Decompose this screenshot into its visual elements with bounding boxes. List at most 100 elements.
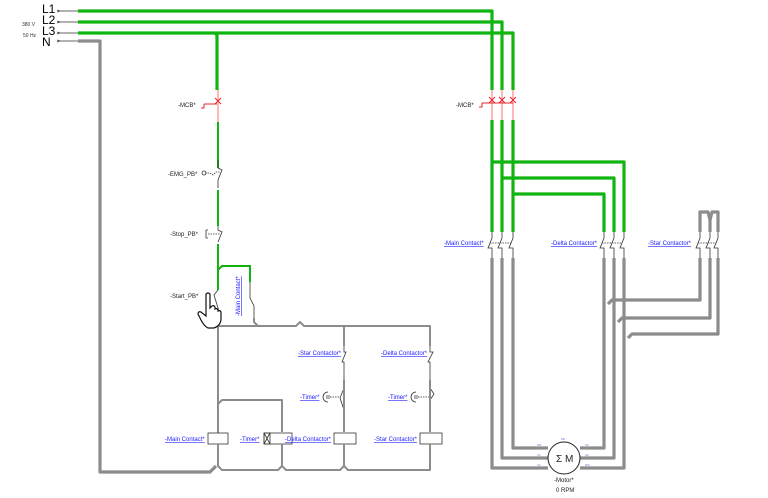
wire-u1	[490, 258, 548, 470]
wire-w1	[511, 258, 548, 450]
wire-u2	[580, 258, 616, 460]
coil-timer-link[interactable]: -Timer*	[240, 437, 260, 443]
wire-delta-feed-1	[492, 160, 626, 232]
timer-contact-1[interactable]: -Timer*	[300, 387, 345, 411]
timer-contact-1-symbol	[339, 387, 345, 411]
timer-contact-1-link[interactable]: -Timer*	[300, 395, 320, 401]
coil-star-contactor-link[interactable]: -Star Contactor*	[374, 437, 418, 443]
wire-star-2	[616, 258, 712, 324]
start-contact-symbol	[213, 289, 219, 309]
start-pb[interactable]: -Start_PB*	[170, 289, 219, 309]
coil-main-contact[interactable]: -Main Contact*	[165, 432, 229, 445]
star-contactor-link[interactable]: -Star Contactor*	[648, 241, 692, 247]
mcb-control-symbol[interactable]	[201, 97, 222, 109]
motor-glyph: Σ M	[556, 454, 573, 465]
wire-star-1	[606, 258, 702, 306]
wire-delta-feed-2	[502, 176, 616, 232]
star-contactor-aux-link[interactable]: -Star Contactor*	[298, 351, 342, 357]
wire-holding-return	[218, 318, 259, 327]
holding-contact-symbol	[249, 282, 255, 318]
delta-contactor-poles	[599, 232, 625, 258]
main-contact-holding[interactable]: -Main Contact*	[236, 276, 255, 318]
motor-terminal-u2: U2	[585, 453, 589, 457]
stop-pb-label: -Stop_PB*	[170, 232, 199, 238]
delta-contactor-aux[interactable]: -Delta Contactor*	[381, 346, 434, 380]
wire-v2	[580, 258, 606, 450]
main-coil-symbol	[207, 432, 229, 445]
coil-delta-contactor-link[interactable]: -Delta Contactor*	[285, 437, 332, 443]
mcb-control[interactable]: -MCB*	[178, 97, 222, 109]
main-contact-aux-link[interactable]: -Main Contact*	[236, 276, 242, 316]
delta-contactor-power[interactable]: -Delta Contactor*	[551, 232, 625, 258]
wire-delta-feed-3	[513, 192, 606, 232]
motor-speed: 0 RPM	[556, 488, 574, 494]
coil-timer[interactable]: -Timer*	[240, 432, 293, 445]
star-coil-symbol	[419, 432, 443, 445]
wire-neutral	[78, 39, 218, 474]
supply-terminals: L1 L2 L3 N 380 V 50 Hz	[22, 2, 78, 49]
stop-button-icon	[205, 229, 208, 239]
timer-coil-marker	[263, 432, 271, 445]
wire-w2	[580, 258, 626, 470]
line-l3-label: L3	[42, 24, 56, 38]
emg-actuator-icon	[205, 171, 220, 176]
wire-control-feed	[213, 31, 219, 90]
line-l2-label: L2	[42, 13, 56, 27]
star-aux-symbol	[341, 346, 347, 380]
star-contactor-poles	[695, 232, 719, 258]
main-contactor-link[interactable]: -Main Contact*	[444, 241, 484, 247]
delta-coil-symbol	[333, 432, 357, 445]
n-terminal-arrow	[56, 39, 78, 43]
main-contactor-poles	[487, 232, 514, 258]
wire-holding-branch	[217, 265, 251, 282]
line-n-label: N	[42, 35, 51, 49]
hand-icon	[197, 292, 222, 329]
star-contactor-power[interactable]: -Star Contactor*	[648, 210, 720, 258]
timer-contact-2[interactable]: -Timer*	[388, 387, 435, 410]
wire-star-3	[626, 258, 720, 340]
coil-delta-contactor[interactable]: -Delta Contactor*	[285, 432, 357, 445]
l3-terminal-arrow	[56, 31, 78, 35]
stop-pb[interactable]: -Stop_PB*	[170, 226, 223, 243]
motor-terminal-u1: U1	[537, 463, 541, 467]
coil-star-contactor[interactable]: -Star Contactor*	[374, 432, 443, 445]
emg-contact-symbol	[217, 160, 223, 188]
timer-delay-icon	[322, 391, 330, 403]
main-contactor-power[interactable]: -Main Contact*	[444, 232, 514, 258]
motor-terminal-w1: W1	[537, 443, 542, 447]
mushroom-head-icon	[201, 170, 207, 176]
l2-terminal-arrow	[56, 20, 78, 24]
mcb-power-symbol	[479, 96, 517, 108]
wire-control-bus-top	[258, 321, 431, 346]
mcb-power-label: -MCB*	[456, 103, 474, 109]
mcb-power-tripped-wires	[491, 90, 514, 120]
emg-pb-label: -EMG_PB*	[168, 172, 198, 178]
mcb-control-label: -MCB*	[178, 103, 196, 109]
wire-l1-bus	[78, 9, 494, 90]
line-l1-label: L1	[42, 2, 56, 16]
wire-coil-returns	[281, 444, 345, 466]
timer-contact-2-link[interactable]: -Timer*	[388, 395, 408, 401]
hand-pointer-cursor	[197, 292, 222, 329]
timer-delay-icon-2	[410, 391, 418, 403]
star-contactor-aux[interactable]: -Star Contactor*	[298, 346, 347, 380]
motor-terminal-v2: V2	[585, 443, 589, 447]
mcb-power[interactable]: -MCB*	[456, 90, 517, 120]
frequency-label: 50 Hz	[23, 33, 37, 39]
delta-contactor-aux-link[interactable]: -Delta Contactor*	[381, 351, 428, 357]
delta-contactor-link[interactable]: -Delta Contactor*	[551, 241, 598, 247]
motor-terminal-pe: PE	[561, 437, 565, 441]
motor-terminal-w2: W2	[585, 463, 590, 467]
coil-main-contact-link[interactable]: -Main Contact*	[165, 437, 205, 443]
motor[interactable]: Σ M -Motor* 0 RPM W1 V1 U1 V2 U2 W2 PE	[537, 437, 590, 494]
wire-l3-bus	[78, 31, 515, 90]
wire-v1	[500, 258, 548, 460]
emergency-stop-pb[interactable]: -EMG_PB*	[168, 160, 223, 188]
voltage-label: 380 V	[22, 22, 36, 28]
l1-terminal-arrow	[56, 9, 78, 13]
stop-contact-symbol	[217, 226, 223, 243]
delta-aux-symbol	[427, 346, 434, 380]
wire-timer-branch	[217, 399, 283, 432]
motor-terminal-v1: V1	[537, 453, 541, 457]
